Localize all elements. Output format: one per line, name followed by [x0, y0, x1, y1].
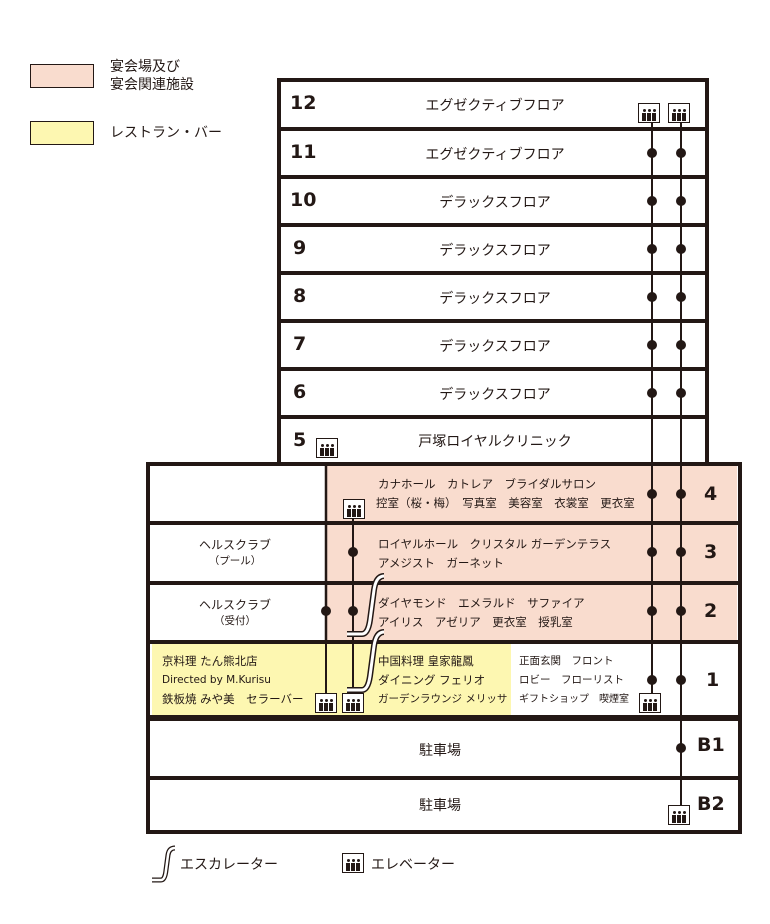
floor2-facilities-line1: ダイヤモンド エメラルド サファイア — [378, 596, 585, 610]
elevator-icon — [315, 693, 337, 713]
floor-number-11: 11 — [290, 141, 317, 163]
elevator-stop-dot — [647, 489, 657, 499]
floor1-restaurant-line2: Directed by M.Kurisu — [162, 674, 271, 686]
legend-banquet-line1: 宴会場及び — [110, 59, 180, 75]
floor3-facilities-line1: ロイヤルホール クリスタル ガーデンテラス — [378, 537, 612, 551]
elevator-icon — [343, 499, 365, 519]
floor1-dining-line3: ガーデンラウンジ メリッサ — [378, 693, 508, 705]
floor3-health-club-name: ヘルスクラブ — [198, 538, 271, 552]
elevator-stop-dot — [676, 743, 686, 753]
floor-number-12: 12 — [290, 92, 317, 114]
elevator-stop-dot — [676, 148, 686, 158]
legend-elevator-icon — [342, 853, 364, 873]
elevator-stop-dot — [676, 340, 686, 350]
floor4-facilities-line2: 控室（桜・梅） 写真室 美容室 衣裳室 更衣室 — [376, 496, 635, 510]
floor2-health-club-sub: （受付） — [214, 615, 256, 627]
floor4-facilities-line1: カナホール カトレア ブライダルサロン — [378, 477, 597, 491]
elevator-stop-dot — [348, 606, 358, 616]
floor2-health-club-name: ヘルスクラブ — [198, 598, 271, 612]
legend-escalator-label: エスカレーター — [180, 857, 278, 873]
elevator-stop-dot — [676, 606, 686, 616]
floor-number-5: 5 — [293, 429, 307, 451]
legend-restaurant-label: レストラン・バー — [110, 125, 222, 141]
floor1-restaurant-line1: 京料理 たん熊北店 — [162, 654, 258, 668]
floor1-restaurant-line3: 鉄板焼 みや美 セラーバー — [162, 692, 304, 706]
floor3-facilities-line2: アメジスト ガーネット — [378, 556, 504, 570]
floor-number-1: 1 — [706, 669, 720, 691]
elevator-stop-dot — [676, 489, 686, 499]
floor-number-9: 9 — [293, 237, 307, 259]
floor-number-3: 3 — [704, 541, 718, 563]
elevator-icon — [316, 438, 338, 458]
elevator-stop-dot — [321, 606, 331, 616]
legend-banquet-swatch — [30, 64, 94, 88]
elevator-stop-dot — [348, 547, 358, 557]
elevator-icon — [342, 693, 364, 713]
floor3-banquet-fill — [326, 524, 737, 582]
legend-banquet-line2: 宴会関連施設 — [110, 77, 194, 93]
floor2-health-club: ヘルスクラブ （受付） — [170, 597, 300, 629]
floor-name-12: エグゼクティブフロア — [425, 98, 565, 114]
floor3-health-club: ヘルスクラブ （プール） — [170, 537, 300, 569]
floor3-health-club-sub: （プール） — [208, 555, 262, 567]
floor-number-10: 10 — [290, 189, 317, 211]
floor-name-10: デラックスフロア — [439, 195, 551, 211]
elevator-stop-dot — [647, 292, 657, 302]
elevator-stop-dot — [676, 388, 686, 398]
elevator-stop-dot — [676, 292, 686, 302]
floor-number-b1: B1 — [697, 734, 725, 756]
elevator-stop-dot — [647, 148, 657, 158]
elevator-stop-dot — [676, 547, 686, 557]
floor1-lobby-line3: ギフトショップ 喫煙室 — [519, 694, 629, 705]
floor-name-7: デラックスフロア — [439, 339, 551, 355]
elevator-icon — [668, 103, 690, 123]
elevator-stop-dot — [676, 196, 686, 206]
elevator-stop-dot — [647, 388, 657, 398]
floor1-restaurant-fill-left — [152, 644, 326, 715]
elevator-icon — [639, 693, 661, 713]
elevator-stop-dot — [647, 244, 657, 254]
elevator-icon — [638, 103, 660, 123]
floor-name-b2: 駐車場 — [419, 798, 461, 814]
elevator-stop-dot — [647, 547, 657, 557]
floor-name-9: デラックスフロア — [439, 243, 551, 259]
floor-number-7: 7 — [293, 333, 307, 355]
elevator-stop-dot — [676, 244, 686, 254]
elevator-icon — [668, 805, 690, 825]
floor4-banquet-fill — [326, 466, 737, 522]
floor-name-b1: 駐車場 — [419, 743, 461, 759]
floor2-facilities-line2: アイリス アゼリア 更衣室 授乳室 — [378, 615, 573, 629]
floor-number-2: 2 — [704, 600, 718, 622]
floor-name-8: デラックスフロア — [439, 291, 551, 307]
floor-number-8: 8 — [293, 285, 307, 307]
floor-name-5: 戸塚ロイヤルクリニック — [418, 434, 572, 450]
elevator-stop-dot — [647, 196, 657, 206]
floor1-lobby-line2: ロビー フローリスト — [519, 674, 624, 686]
floor2-banquet-fill — [326, 584, 737, 641]
elevator-stop-dot — [647, 340, 657, 350]
legend-elevator-label: エレベーター — [371, 857, 455, 873]
floor-number-b2: B2 — [697, 793, 725, 815]
floor1-dining-line2: ダイニング フェリオ — [378, 673, 486, 687]
floor-name-6: デラックスフロア — [439, 387, 551, 403]
elevator-stop-dot — [647, 675, 657, 685]
floor-name-11: エグゼクティブフロア — [425, 147, 565, 163]
elevator-stop-dot — [676, 675, 686, 685]
floor-number-4: 4 — [704, 483, 718, 505]
legend-restaurant-swatch — [30, 121, 94, 145]
legend-banquet-label: 宴会場及び 宴会関連施設 — [110, 58, 194, 94]
floor1-dining-line1: 中国料理 皇家龍鳳 — [378, 654, 474, 668]
elevator-stop-dot — [647, 606, 657, 616]
floor1-lobby-line1: 正面玄関 フロント — [519, 655, 614, 667]
floor-number-6: 6 — [293, 381, 307, 403]
